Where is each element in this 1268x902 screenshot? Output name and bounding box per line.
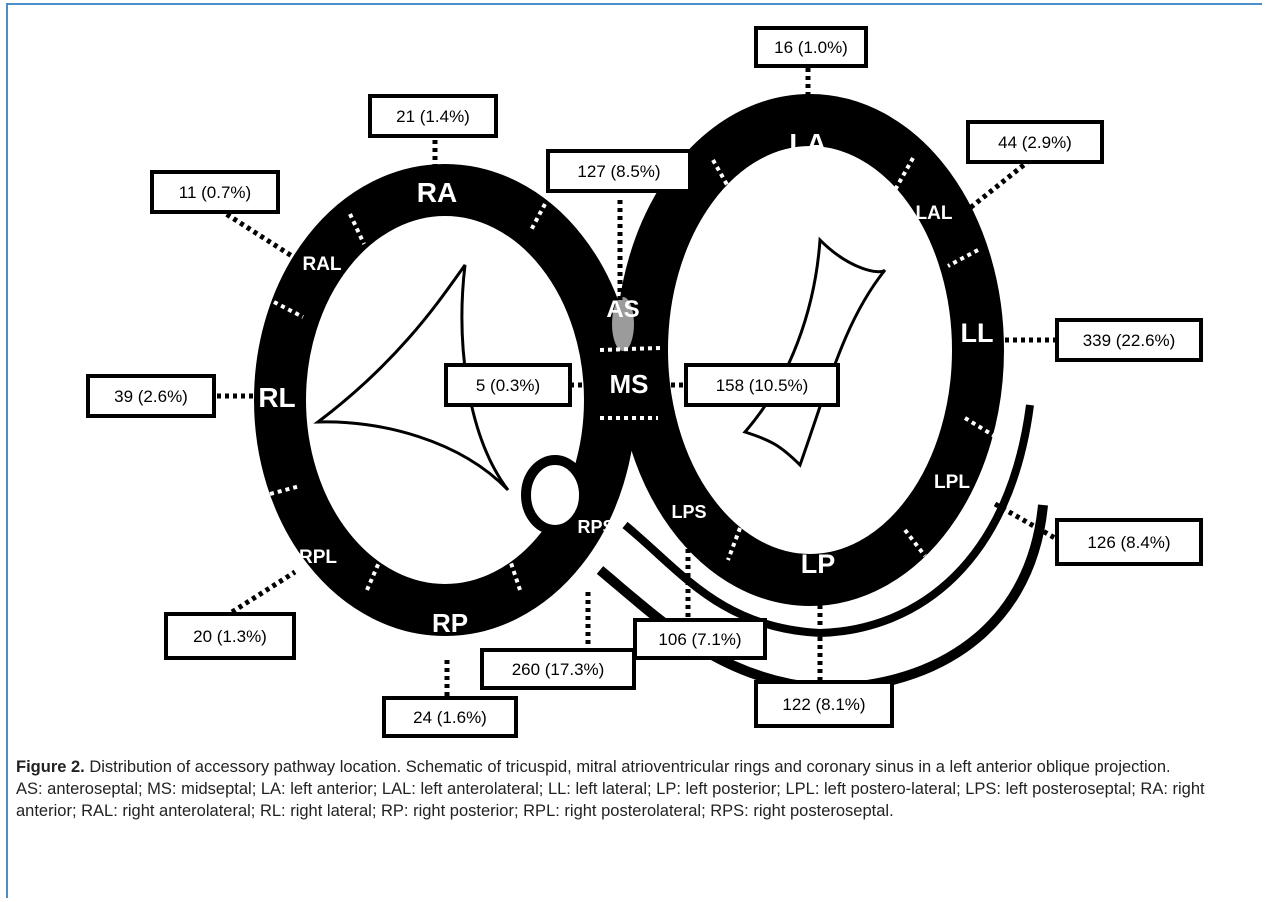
rps-loop (521, 455, 589, 535)
svg-text:24 (1.6%): 24 (1.6%) (413, 708, 487, 727)
caption-description: Distribution of accessory pathway locati… (84, 758, 1171, 776)
label-as: AS (606, 296, 639, 323)
svg-text:339 (22.6%): 339 (22.6%) (1083, 331, 1176, 350)
svg-text:122 (8.1%): 122 (8.1%) (782, 695, 865, 714)
count-box-rp: 24 (1.6%) (382, 696, 518, 738)
svg-text:260 (17.3%): 260 (17.3%) (512, 660, 605, 679)
mitral-leaflets (742, 236, 887, 468)
pathway-diagram: RA RAL RL RPL RP RPS AS MS LA LAL LL LPL… (86, 26, 1203, 738)
svg-text:5 (0.3%): 5 (0.3%) (476, 376, 540, 395)
label-ra: RA (417, 177, 457, 208)
svg-text:126 (8.4%): 126 (8.4%) (1087, 533, 1170, 552)
count-box-lps: 106 (7.1%) (633, 618, 767, 660)
label-lal: LAL (916, 203, 953, 224)
count-box-la: 16 (1.0%) (754, 26, 868, 68)
svg-text:158 (10.5%): 158 (10.5%) (716, 376, 809, 395)
svg-text:106 (7.1%): 106 (7.1%) (658, 630, 741, 649)
svg-text:20 (1.3%): 20 (1.3%) (193, 627, 267, 646)
label-la: LA (789, 128, 826, 159)
label-ral: RAL (302, 254, 341, 275)
count-box-ll: 339 (22.6%) (1055, 318, 1203, 362)
count-box-lal: 44 (2.9%) (966, 120, 1104, 164)
label-rps: RPS (577, 517, 614, 537)
count-box-rps: 260 (17.3%) (480, 648, 636, 690)
figure-frame (6, 3, 1262, 898)
svg-text:39 (2.6%): 39 (2.6%) (114, 387, 188, 406)
count-box-ral: 11 (0.7%) (150, 170, 280, 214)
label-lps: LPS (671, 502, 706, 522)
count-box-as: 127 (8.5%) (546, 149, 692, 193)
count-box-ms-left: 158 (10.5%) (684, 363, 840, 407)
svg-text:11 (0.7%): 11 (0.7%) (179, 183, 251, 202)
figure-number: Figure 2. (16, 758, 85, 776)
count-box-ms-right: 5 (0.3%) (444, 363, 572, 407)
svg-text:16 (1.0%): 16 (1.0%) (774, 38, 848, 57)
label-rl: RL (258, 382, 295, 413)
label-rpl: RPL (299, 547, 337, 568)
caption-abbreviations: AS: anteroseptal; MS: midseptal; LA: lef… (16, 780, 1205, 820)
figure-caption: Figure 2. Distribution of accessory path… (16, 756, 1256, 822)
coronary-sinus-inner (622, 404, 1034, 638)
label-lp: LP (801, 549, 836, 579)
count-box-lpl: 126 (8.4%) (1055, 518, 1203, 566)
svg-text:44 (2.9%): 44 (2.9%) (998, 133, 1072, 152)
as-marker (612, 297, 634, 351)
label-rp: RP (432, 608, 468, 638)
svg-text:21 (1.4%): 21 (1.4%) (396, 107, 470, 126)
label-ll: LL (961, 318, 994, 348)
count-box-rl: 39 (2.6%) (86, 374, 216, 418)
caption-title: Figure 2. Distribution of accessory path… (16, 756, 1256, 778)
label-ms: MS (610, 369, 649, 399)
svg-text:127 (8.5%): 127 (8.5%) (577, 162, 660, 181)
count-box-lp: 122 (8.1%) (754, 680, 894, 728)
count-box-ra: 21 (1.4%) (368, 94, 498, 138)
label-lpl: LPL (934, 472, 970, 493)
count-box-rpl: 20 (1.3%) (164, 612, 296, 660)
